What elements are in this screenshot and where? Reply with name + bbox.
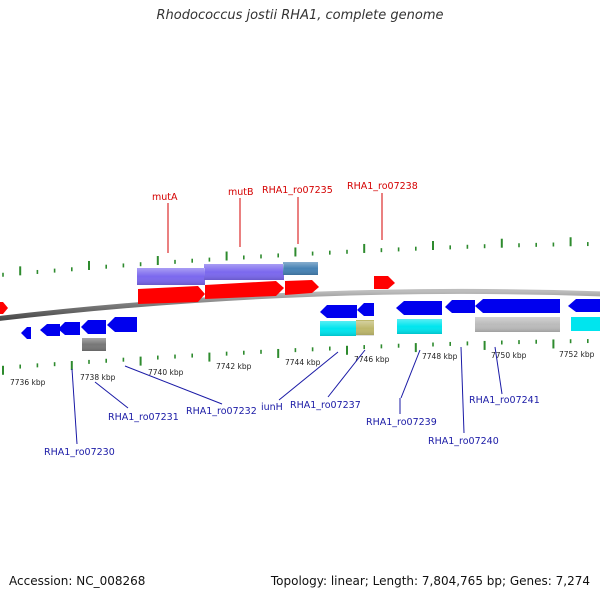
gene-arrow-reverse[interactable] xyxy=(107,317,137,332)
scale-label: 7744 kbp xyxy=(285,358,321,367)
mutB-gene-arrow[interactable] xyxy=(205,281,284,299)
ro07239-gene-arrow[interactable] xyxy=(396,301,442,315)
reverse-strand-features xyxy=(21,299,600,351)
gene-label-ro07240[interactable]: RHA1_ro07240 xyxy=(428,436,499,447)
bottom-labels: RHA1_ro07230 RHA1_ro07231 RHA1_ro07232 i… xyxy=(44,346,540,458)
scale-label: 7738 kbp xyxy=(80,373,116,382)
gene-label-ro07238[interactable]: RHA1_ro07238 xyxy=(347,181,418,192)
gene-arrow-reverse[interactable] xyxy=(81,320,106,334)
page-title: Rhodococcus jostii RHA1, complete genome xyxy=(156,8,444,23)
ro07235-gene-arrow[interactable] xyxy=(285,280,319,295)
cyan-feature[interactable] xyxy=(571,317,600,331)
gene-label-mutB[interactable]: mutB xyxy=(228,187,254,198)
scale-label: 7736 kbp xyxy=(10,378,46,387)
gene-label-ro07230[interactable]: RHA1_ro07230 xyxy=(44,447,115,458)
gene-label-ro07237[interactable]: RHA1_ro07237 xyxy=(290,400,361,411)
genome-backbone xyxy=(0,288,600,321)
gene-arrow-forward[interactable] xyxy=(0,302,8,314)
lower-tick-track xyxy=(2,339,589,375)
gene-label-ro07239[interactable]: RHA1_ro07239 xyxy=(366,417,437,428)
gene-arrow-reverse[interactable] xyxy=(21,327,31,339)
forward-strand-features xyxy=(0,262,395,314)
scale-label: 7740 kbp xyxy=(148,368,184,377)
gene-label-ro07231[interactable]: RHA1_ro07231 xyxy=(108,412,179,423)
scale-label: 7752 kbp xyxy=(559,350,595,359)
gene-label-mutA[interactable]: mutA xyxy=(152,192,178,203)
top-labels: mutA mutB RHA1_ro07235 RHA1_ro07238 xyxy=(152,181,418,253)
mutA-gene-arrow[interactable] xyxy=(138,286,205,304)
scale-label: 7750 kbp xyxy=(491,351,527,360)
scale-label: 7742 kbp xyxy=(216,362,252,371)
scale-labels: 7736 kbp 7738 kbp 7740 kbp 7742 kbp 7744… xyxy=(10,350,595,387)
gene-arrow-reverse[interactable] xyxy=(40,324,60,336)
gene-label-ro07232[interactable]: RHA1_ro07232 xyxy=(186,406,257,417)
scale-label: 7746 kbp xyxy=(354,355,390,364)
ro07238-gene-arrow[interactable] xyxy=(374,276,395,289)
ro07237-gene-arrow[interactable] xyxy=(357,303,374,316)
gene-label-iunH[interactable]: iunH xyxy=(261,402,283,413)
ro07240-gene-arrow[interactable] xyxy=(445,300,475,313)
scale-label: 7748 kbp xyxy=(422,352,458,361)
iunH-gene-arrow[interactable] xyxy=(320,305,357,318)
gene-label-ro07241[interactable]: RHA1_ro07241 xyxy=(469,395,540,406)
upper-tick-track xyxy=(2,237,589,277)
footer-stats: Topology: linear; Length: 7,804,765 bp; … xyxy=(270,574,590,588)
ro07241-gene-arrow[interactable] xyxy=(475,299,560,313)
gene-label-ro07235[interactable]: RHA1_ro07235 xyxy=(262,185,333,196)
gene-arrow-reverse[interactable] xyxy=(58,322,80,335)
footer-accession: Accession: NC_008268 xyxy=(9,574,146,588)
gene-arrow-reverse[interactable] xyxy=(568,299,600,312)
